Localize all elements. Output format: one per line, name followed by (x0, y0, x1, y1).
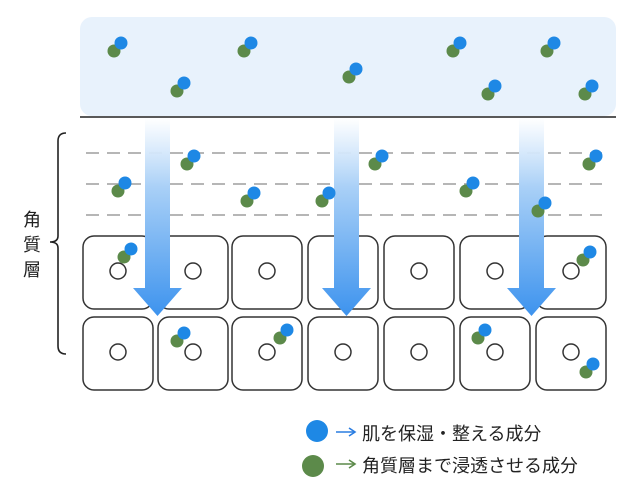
moisturizing-molecule-icon (280, 323, 294, 337)
molecule-pairs (107, 36, 603, 379)
moisturizing-molecule-icon (322, 186, 336, 200)
moisturizing-molecule-icon (478, 323, 492, 337)
moisturizing-molecule-icon (247, 186, 261, 200)
moisturizing-molecule-icon (586, 357, 600, 371)
penetration-arrows (133, 118, 556, 316)
cell-nucleus-row-lower (109, 343, 580, 361)
right-arrow-icon (336, 459, 357, 469)
moisturizing-molecule-icon (114, 36, 128, 50)
moisturizing-molecule-icon (187, 149, 201, 163)
cell-row-lower (82, 316, 607, 391)
moisturizing-molecule-icon (177, 76, 191, 90)
moisturizing-molecule-icon (375, 149, 389, 163)
moisturizing-molecule-icon (583, 245, 597, 259)
moisturizing-molecule-icon (538, 196, 552, 210)
penetrating-molecule-icon (302, 455, 324, 477)
moisturizing-molecule-icon (488, 79, 502, 93)
penetration-arrow-middle (322, 118, 371, 316)
moisturizing-molecule-icon (585, 79, 599, 93)
moisturizing-molecule-icon (177, 326, 191, 340)
legend-icons (302, 420, 357, 477)
penetration-arrow-left (133, 118, 182, 316)
moisturizing-molecule-icon (118, 176, 132, 190)
moisturizing-molecule-icon (453, 36, 467, 50)
penetration-arrow-right (507, 118, 556, 316)
moisturizing-molecule-icon (589, 149, 603, 163)
moisturizing-molecule-icon (244, 36, 258, 50)
skin-surface-area (80, 17, 616, 116)
legend-moisturizing-label: 肌を保湿・整える成分 (362, 424, 542, 445)
moisturizing-molecule-icon (306, 420, 328, 442)
right-arrow-icon (336, 427, 357, 437)
stratum-corneum-label: 角質層 (23, 210, 41, 281)
stratum-corneum-bracket (49, 132, 67, 355)
legend-penetrating-label: 角質層まで浸透させる成分 (362, 456, 578, 477)
moisturizing-molecule-icon (466, 176, 480, 190)
moisturizing-molecule-icon (547, 36, 561, 50)
moisturizing-molecule-icon (349, 62, 363, 76)
moisturizing-molecule-icon (124, 242, 138, 256)
